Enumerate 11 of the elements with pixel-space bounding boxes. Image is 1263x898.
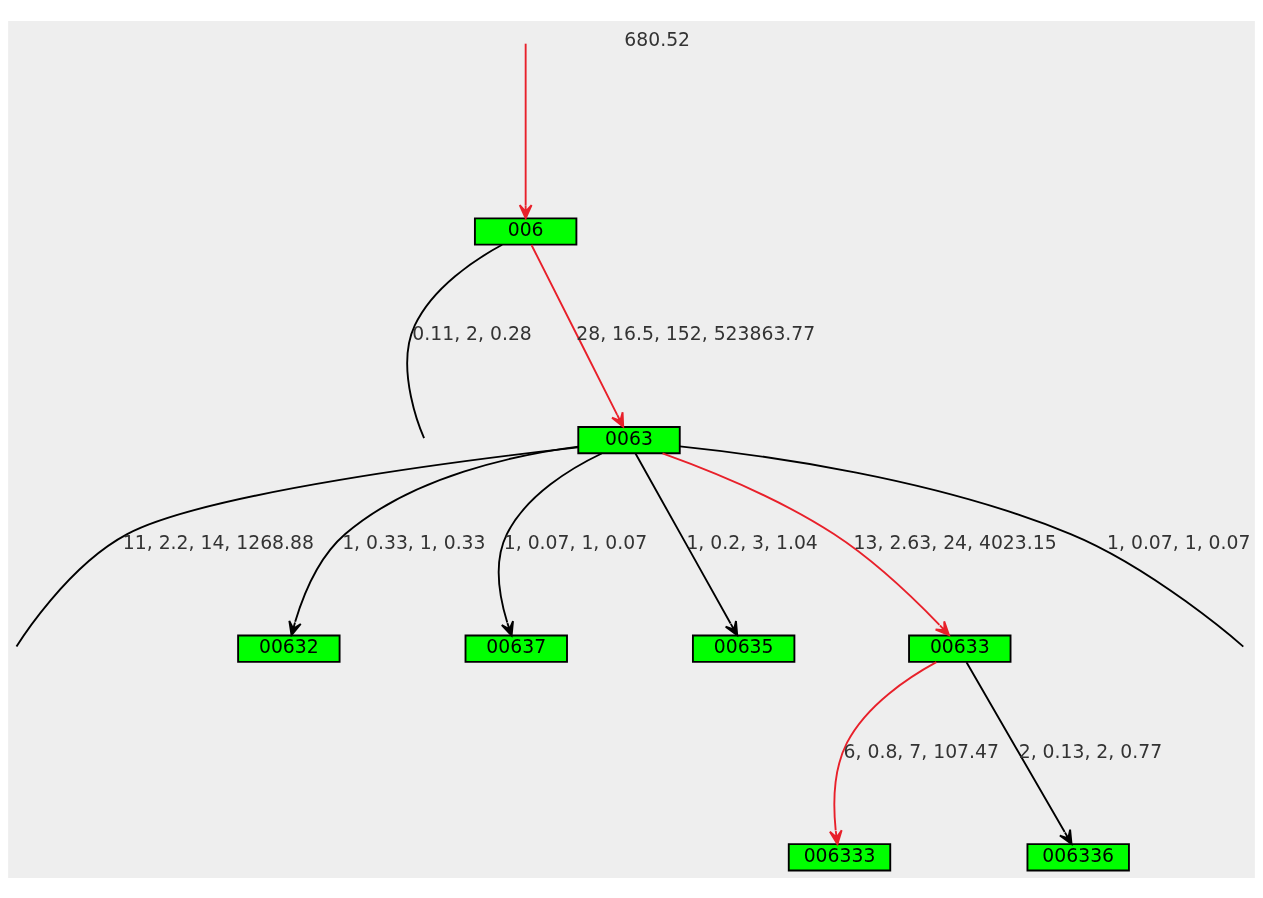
edge-label: 11, 2.2, 14, 1268.88: [122, 531, 314, 553]
edge-label: 1, 0.07, 1, 0.07: [503, 531, 648, 553]
edge-label: 1, 0.2, 3, 1.04: [686, 531, 818, 553]
edge-label: 2, 0.13, 2, 0.77: [1018, 740, 1163, 762]
edge-label: 28, 16.5, 152, 523863.77: [576, 323, 816, 344]
edge-label: 6, 0.8, 7, 107.47: [843, 740, 999, 762]
edge-label: 13, 2.63, 24, 4023.15: [853, 531, 1057, 553]
edge-label: 0.11, 2, 0.28: [412, 323, 532, 344]
edge-label: 1, 0.07, 1, 0.07: [1107, 531, 1251, 553]
label: 680.52: [624, 28, 691, 50]
edge-label: 1, 0.33, 1, 0.33: [342, 531, 486, 553]
